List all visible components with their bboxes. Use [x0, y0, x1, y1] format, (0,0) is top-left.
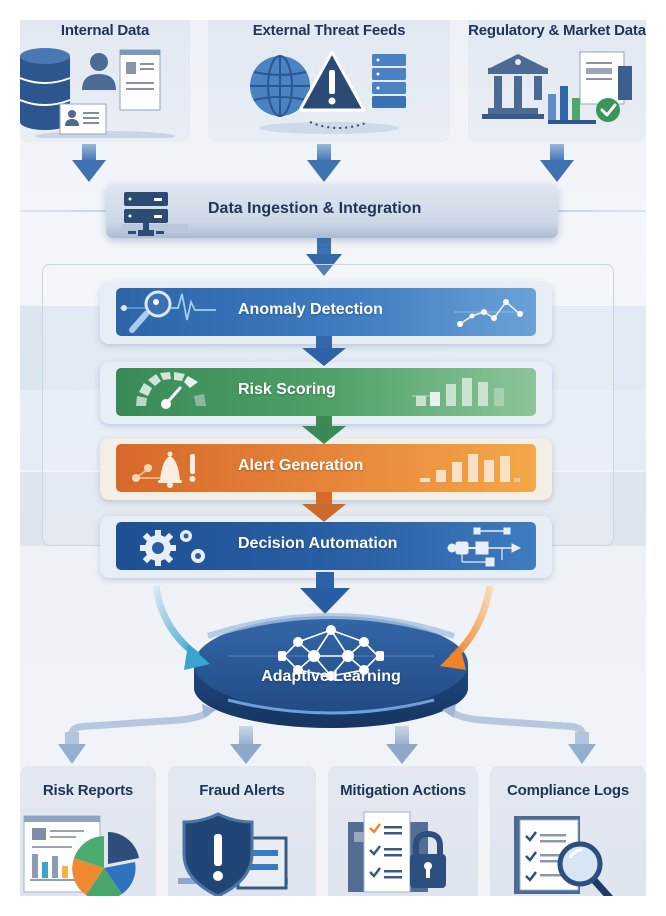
arrow-ingestion-to-anomaly: [306, 236, 342, 276]
arrow-external-to-ingestion: [307, 144, 341, 182]
ingestion-stage[interactable]: Data Ingestion & Integration: [106, 184, 558, 238]
stage-anomaly-detection[interactable]: Anomaly Detection: [100, 282, 552, 344]
output-title: Fraud Alerts: [199, 782, 285, 799]
line-graph-icon: [454, 290, 530, 334]
stage-label: Alert Generation: [238, 457, 364, 474]
stage-bar: Risk Scoring: [116, 368, 536, 416]
output-title: Compliance Logs: [506, 782, 630, 799]
hub-label: Adaptive Learning: [261, 668, 401, 685]
adaptive-learning-hub[interactable]: Adaptive Learning: [188, 602, 474, 732]
stage-bar: Anomaly Detection: [116, 288, 536, 336]
checklist-magnifier-icon: [490, 808, 646, 896]
source-title: Regulatory & Market Data: [468, 22, 646, 39]
gauge-icon: [132, 372, 212, 412]
stage-decision-automation[interactable]: Decision Automation: [100, 516, 552, 578]
arrow-internal-to-ingestion: [72, 144, 106, 182]
database-user-document-icon: [20, 46, 190, 138]
output-card-risk-reports: Risk Reports: [20, 766, 156, 896]
gears-icon: [136, 524, 226, 568]
shield-alert-icon: [168, 808, 316, 896]
bell-alert-icon: [130, 446, 220, 490]
stage-label: Decision Automation: [238, 535, 398, 552]
flow-arrows: [72, 144, 574, 276]
source-card-internal-data: Internal Data: [20, 20, 190, 142]
flowchart-icon: [446, 524, 526, 568]
stage-bar: Alert Generation: [116, 444, 536, 492]
hub-disc: [194, 613, 468, 728]
globe-warning-server-icon: [208, 46, 450, 138]
bar-chart-icon: [416, 448, 526, 488]
server-network-icon: [122, 190, 192, 238]
stage-bar: Decision Automation: [116, 522, 536, 570]
arrow-regulatory-to-ingestion: [540, 144, 574, 182]
magnifier-pulse-icon: [120, 290, 220, 334]
report-pie-chart-icon: [20, 808, 156, 896]
stage-label: Anomaly Detection: [238, 301, 383, 318]
bank-chart-check-icon: [468, 46, 646, 138]
bar-chart-icon: [412, 374, 522, 410]
checklist-lock-icon: [328, 808, 478, 896]
output-title: Risk Reports: [42, 782, 134, 799]
ingestion-label: Data Ingestion & Integration: [208, 200, 422, 217]
source-card-external-threat-feeds: External Threat Feeds: [208, 20, 450, 142]
stage-alert-generation[interactable]: Alert Generation: [100, 438, 552, 500]
source-title: External Threat Feeds: [252, 22, 406, 39]
output-title: Mitigation Actions: [340, 782, 466, 799]
source-title: Internal Data: [60, 22, 150, 39]
source-card-regulatory-market-data: Regulatory & Market Data: [468, 20, 646, 142]
diagram-canvas: Internal Data: [20, 20, 646, 896]
stage-risk-scoring[interactable]: Risk Scoring: [100, 362, 552, 424]
stage-label: Risk Scoring: [238, 381, 336, 398]
output-card-compliance-logs: Compliance Logs: [490, 766, 646, 896]
output-card-fraud-alerts: Fraud Alerts: [168, 766, 316, 896]
output-card-mitigation-actions: Mitigation Actions: [328, 766, 478, 896]
